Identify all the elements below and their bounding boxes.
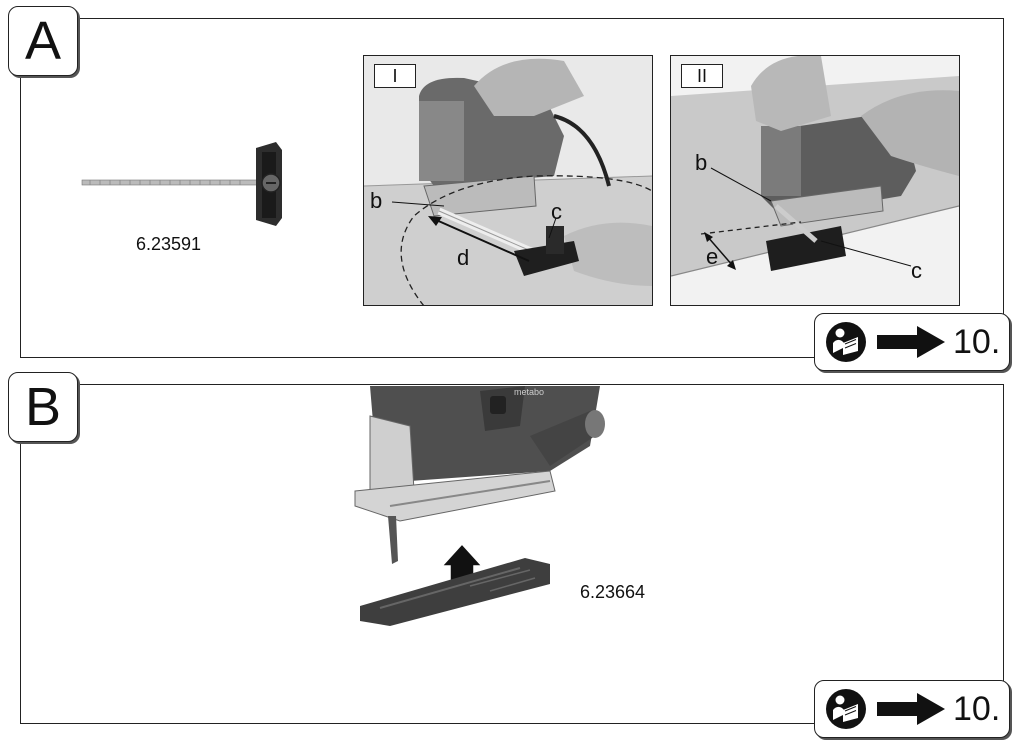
read-manual-icon (826, 689, 866, 729)
accessory-part-number-a: 6.23591 (136, 234, 202, 254)
arrow-right-icon (877, 693, 945, 725)
section-a-label: A (8, 6, 78, 76)
manual-reference-badge-b: 10. (814, 680, 1010, 738)
callout-e-panel-2: e (706, 244, 719, 269)
panel-tag-1: I (374, 64, 416, 88)
jigsaw-guide-photo-1 (364, 56, 652, 305)
photo-panel-2: II b e c (670, 55, 960, 306)
callout-b-panel-1: b (370, 188, 383, 213)
read-manual-icon (826, 322, 866, 362)
jigsaw-splinter-guard-illustration (354, 386, 605, 626)
parallel-guide-illustration (81, 142, 282, 226)
accessory-part-number-b: 6.23664 (580, 582, 646, 602)
manual-reference-badge-a: 10. (814, 313, 1010, 371)
tool-brand-label: metabo (514, 387, 545, 397)
callout-c-panel-1: c (551, 199, 562, 224)
arrow-right-icon (877, 326, 945, 358)
callout-c-panel-2: c (911, 258, 922, 283)
jigsaw-guide-photo-2 (671, 56, 959, 305)
callout-d-panel-1: d (457, 245, 470, 270)
callout-b-panel-2: b (695, 150, 708, 175)
panel-tag-2: II (681, 64, 723, 88)
photo-panel-1: I b c d (363, 55, 653, 306)
reference-section-number-b: 10. (953, 689, 1001, 728)
reference-section-number-a: 10. (953, 322, 1001, 361)
section-b-label: B (8, 372, 78, 442)
